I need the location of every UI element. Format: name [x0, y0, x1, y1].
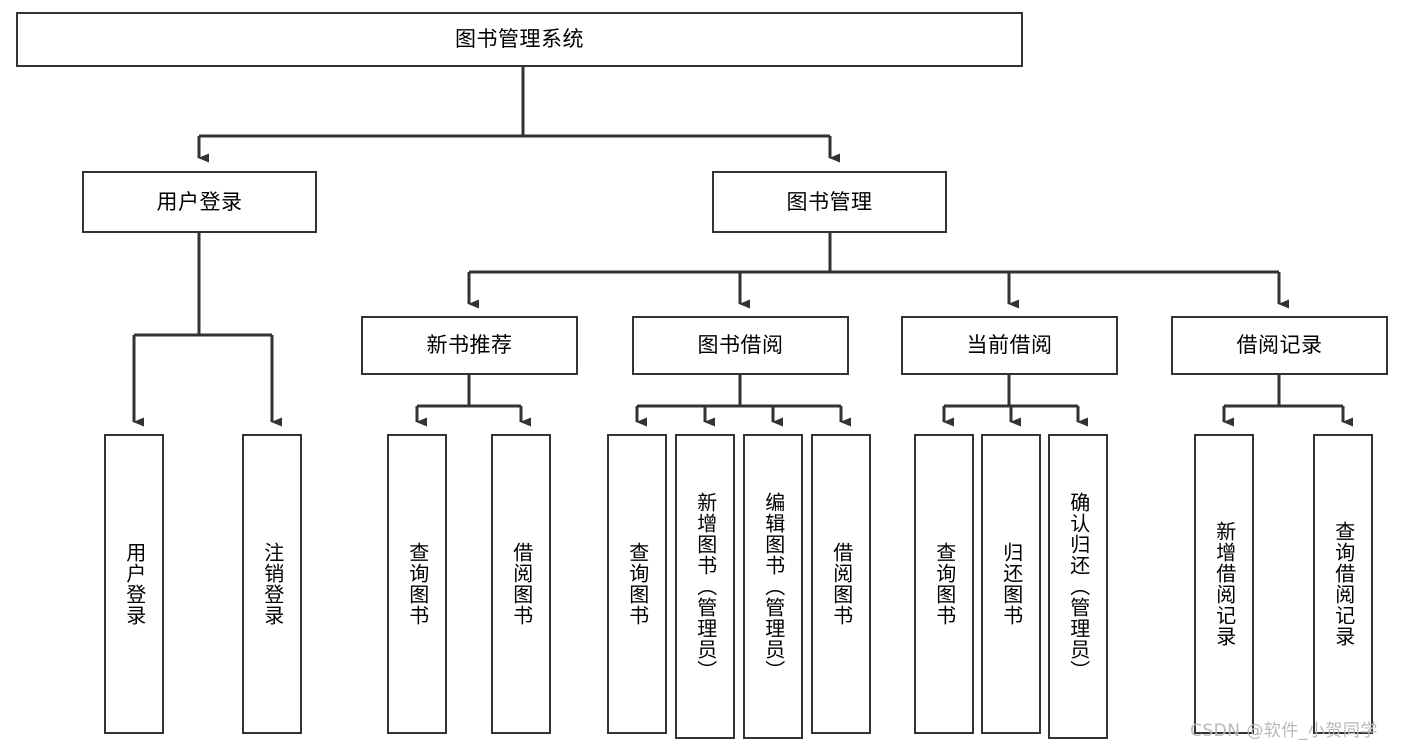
node-label: 用户登录: [122, 542, 147, 626]
node-label: 注销登录: [260, 542, 285, 626]
node-label: 用户登录: [156, 189, 243, 214]
leaf-edit-book-admin[interactable]: 编辑图书（管理员）: [743, 434, 803, 739]
node-label: 借阅图书: [509, 542, 534, 626]
node-label: 图书管理: [786, 189, 873, 214]
leaf-query-book-recommend[interactable]: 查询图书: [387, 434, 447, 734]
node-label: 新增借阅记录: [1212, 521, 1237, 647]
node-label: 编辑图书（管理员）: [761, 492, 786, 681]
node-label: 新书推荐: [426, 333, 513, 358]
node-label: 查询图书: [932, 542, 957, 626]
node-label: 借阅图书: [829, 542, 854, 626]
leaf-user-login[interactable]: 用户登录: [104, 434, 164, 734]
node-user-login[interactable]: 用户登录: [82, 171, 317, 233]
node-borrow-record[interactable]: 借阅记录: [1171, 316, 1388, 375]
leaf-borrow-book[interactable]: 借阅图书: [811, 434, 871, 734]
node-book-borrow[interactable]: 图书借阅: [632, 316, 849, 375]
leaf-add-book-admin[interactable]: 新增图书（管理员）: [675, 434, 735, 739]
node-label: 图书管理系统: [455, 27, 584, 52]
node-label: 图书借阅: [697, 333, 784, 358]
node-label: 确认归还（管理员）: [1066, 492, 1091, 681]
node-label: 归还图书: [999, 542, 1024, 626]
leaf-query-book-current[interactable]: 查询图书: [914, 434, 974, 734]
node-label: 查询图书: [625, 542, 650, 626]
node-label: 查询借阅记录: [1331, 521, 1356, 647]
leaf-query-borrow-record[interactable]: 查询借阅记录: [1313, 434, 1373, 734]
leaf-query-book-borrow[interactable]: 查询图书: [607, 434, 667, 734]
node-label: 借阅记录: [1236, 333, 1323, 358]
node-label: 当前借阅: [966, 333, 1053, 358]
node-current-borrow[interactable]: 当前借阅: [901, 316, 1118, 375]
leaf-add-borrow-record[interactable]: 新增借阅记录: [1194, 434, 1254, 734]
node-root-book-management-system[interactable]: 图书管理系统: [16, 12, 1023, 67]
node-label: 新增图书（管理员）: [693, 492, 718, 681]
node-label: 查询图书: [405, 542, 430, 626]
node-new-book-recommend[interactable]: 新书推荐: [361, 316, 578, 375]
leaf-borrow-book-recommend[interactable]: 借阅图书: [491, 434, 551, 734]
leaf-return-book[interactable]: 归还图书: [981, 434, 1041, 734]
node-book-management[interactable]: 图书管理: [712, 171, 947, 233]
leaf-confirm-return-admin[interactable]: 确认归还（管理员）: [1048, 434, 1108, 739]
leaf-logout-login[interactable]: 注销登录: [242, 434, 302, 734]
